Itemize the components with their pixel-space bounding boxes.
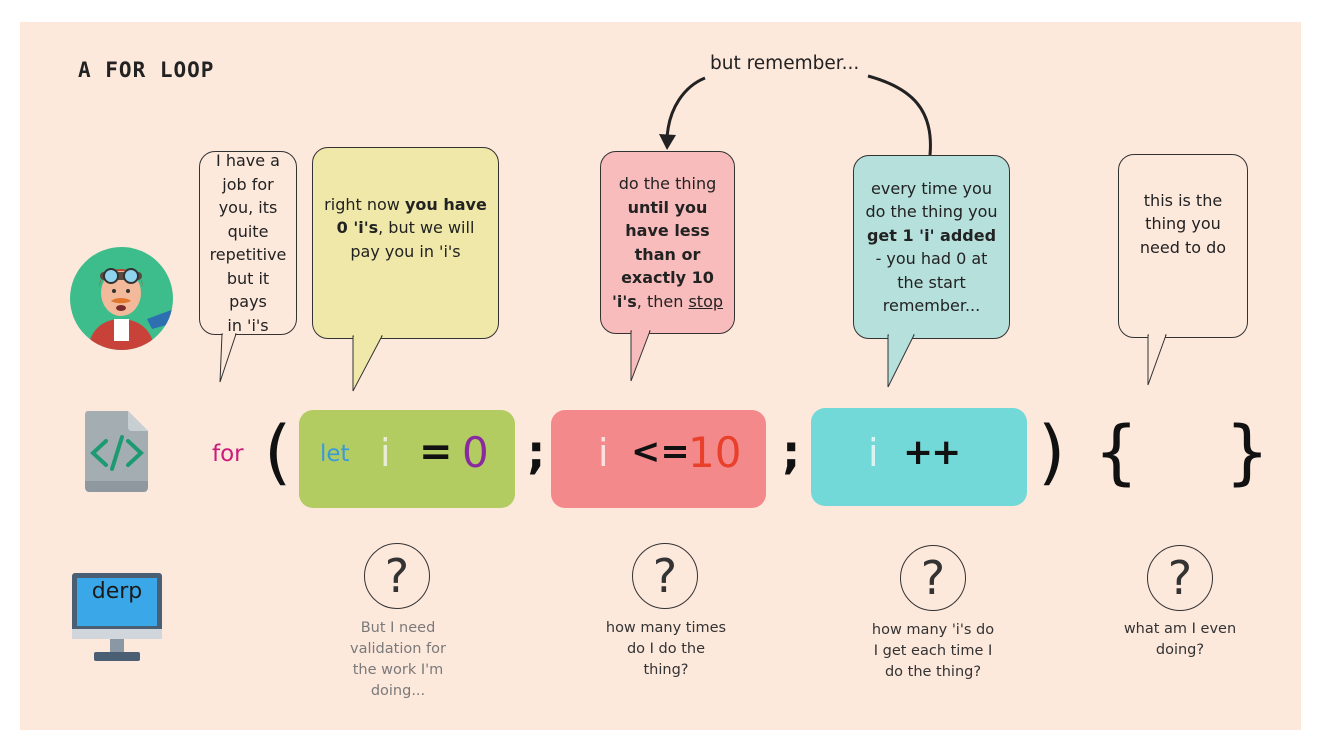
close-paren: )	[1038, 411, 1066, 493]
incr-question-caption: how many 'i's do I get each time I do th…	[871, 622, 995, 680]
semicolon-1: ;	[527, 425, 546, 479]
cond-bubble-tail	[630, 328, 651, 382]
init-bubble-tail	[352, 333, 383, 392]
body-bubble-tail	[1147, 332, 1167, 386]
limit-value: 10	[688, 428, 742, 477]
job-speech-bubble: I have a job for you, its quite repetiti…	[199, 151, 297, 335]
semicolon-2: ;	[782, 425, 801, 479]
compare-operator: <=	[631, 432, 690, 472]
question-mark-icon: ?	[1147, 545, 1213, 611]
init-question-caption: But I need validation for the work I'm d…	[350, 620, 446, 699]
pilot-avatar-icon	[70, 247, 173, 350]
question-mark-icon: ?	[364, 543, 430, 609]
incr-speech-bubble: every time you do the thing you get 1 'i…	[853, 155, 1010, 339]
close-brace: }	[1225, 411, 1270, 493]
question-mark-icon: ?	[900, 545, 966, 611]
let-keyword: let	[320, 441, 350, 467]
assign-operator: =	[419, 429, 453, 475]
incr-bubble-tail	[887, 332, 915, 388]
question-mark-icon: ?	[632, 543, 698, 609]
body-question-caption: what am I even doing?	[1123, 621, 1237, 658]
computer-monitor-icon: derp	[72, 573, 162, 663]
init-value: 0	[462, 428, 489, 477]
cond-question-caption: how many times do I do the thing?	[605, 620, 727, 678]
open-brace: {	[1094, 411, 1139, 493]
cond-variable: i	[598, 431, 609, 475]
arrow-label: but remember...	[710, 53, 860, 74]
incr-variable: i	[868, 431, 879, 475]
monitor-screen-label: derp	[91, 579, 143, 604]
cond-speech-bubble: do the thing until you have less than or…	[600, 151, 735, 334]
open-paren: (	[264, 411, 292, 493]
body-speech-bubble: this is the thing you need to do	[1118, 154, 1248, 338]
diagram-title: A FOR LOOP	[78, 58, 215, 82]
job-bubble-tail	[219, 331, 237, 383]
init-speech-bubble: right now you have 0 'i's, but we will p…	[312, 147, 499, 339]
for-keyword: for	[212, 441, 244, 467]
incr-code-box	[811, 408, 1027, 506]
cond-code-box	[551, 410, 766, 508]
init-variable: i	[380, 431, 391, 475]
increment-operator: ++	[903, 432, 961, 473]
code-file-icon	[84, 411, 150, 493]
init-code-box	[299, 410, 515, 508]
